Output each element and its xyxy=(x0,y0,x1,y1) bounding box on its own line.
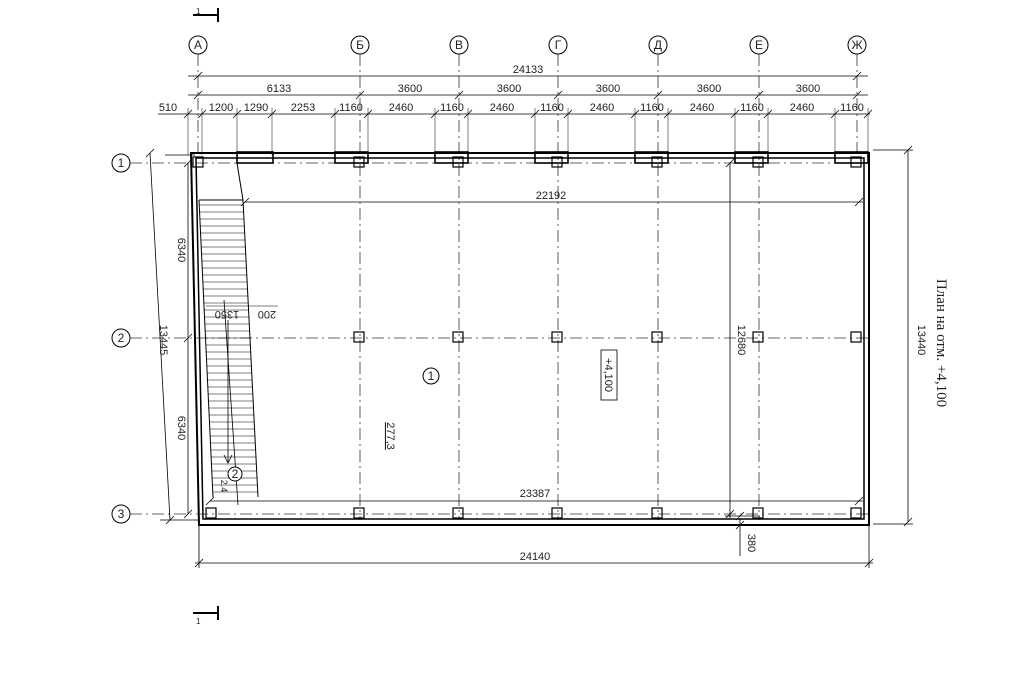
dim-top-span-5: 3600 xyxy=(697,83,721,95)
dim-stair-gap: 200 xyxy=(258,308,276,320)
axis-bubble-2: 2 xyxy=(111,328,131,348)
dim-detail-13: 1160 xyxy=(740,102,764,114)
dim-detail-9: 1160 xyxy=(540,102,564,114)
columns xyxy=(192,156,862,519)
dim-inner-top: 22192 xyxy=(536,190,567,202)
dim-detail-1: 510 xyxy=(159,102,177,114)
axis-label-3: 3 xyxy=(118,507,125,521)
axis-bubble-3: 3 xyxy=(111,504,131,524)
section-mark-top xyxy=(193,8,219,22)
dim-top-span-2: 3600 xyxy=(398,83,422,95)
dim-detail-5: 1160 xyxy=(339,102,363,114)
room-area: 277,3 xyxy=(384,422,396,450)
axis-label-A: А xyxy=(194,38,202,52)
room-number-mark: 1 xyxy=(422,367,440,385)
axis-bubble-1: 1 xyxy=(111,153,131,173)
dim-detail-3: 1290 xyxy=(244,102,268,114)
axis-label-D: Д xyxy=(654,38,662,52)
axis-bubble-G: Г xyxy=(548,35,568,55)
dim-detail-10: 2460 xyxy=(590,102,614,114)
dim-detail-2: 1200 xyxy=(209,102,233,114)
dim-left-overall: 13445 xyxy=(157,325,169,356)
dim-left-lower: 6340 xyxy=(175,416,187,440)
dim-right-overall: 13440 xyxy=(915,325,927,356)
dim-detail-15: 1160 xyxy=(840,102,864,114)
room-number: 1 xyxy=(428,369,435,383)
dim-detail-11: 1160 xyxy=(640,102,664,114)
stair xyxy=(198,162,259,506)
dim-top-span-4: 3600 xyxy=(596,83,620,95)
stair-mark: 2 xyxy=(227,466,243,482)
axis-bubble-E: Е xyxy=(749,35,769,55)
room-elevation: +4,100 xyxy=(602,358,614,392)
axis-label-V: В xyxy=(455,38,463,52)
section-mark-top-label: 1 xyxy=(196,7,201,16)
dim-lines-right xyxy=(725,145,913,527)
axis-label-B: Б xyxy=(356,38,364,52)
stair-treads xyxy=(199,204,258,493)
dim-bottom-overall: 24140 xyxy=(520,551,551,563)
dim-top-span-3: 3600 xyxy=(497,83,521,95)
axis-label-1: 1 xyxy=(118,156,125,170)
axis-label-Zh: Ж xyxy=(851,38,862,52)
axis-bubble-Zh: Ж xyxy=(847,35,867,55)
stair-arrow xyxy=(223,320,233,464)
elevation-box xyxy=(600,349,618,401)
axis-bubble-A: А xyxy=(188,35,208,55)
dim-top-span-6: 3600 xyxy=(796,83,820,95)
stair-mark-label: 2 xyxy=(232,467,239,481)
section-mark-bottom-label: 1 xyxy=(196,617,201,626)
dim-detail-14: 2460 xyxy=(790,102,814,114)
dim-stair-small: 2.4 xyxy=(219,480,229,493)
dim-detail-7: 1160 xyxy=(440,102,464,114)
dim-detail-8: 2460 xyxy=(490,102,514,114)
axis-label-G: Г xyxy=(555,38,562,52)
axis-label-E: Е xyxy=(755,38,763,52)
dim-top-overall: 24133 xyxy=(513,64,544,76)
dim-inner-bottom: 23387 xyxy=(520,488,551,500)
dim-detail-6: 2460 xyxy=(389,102,413,114)
dim-wall-offset: 380 xyxy=(745,534,757,552)
axis-bubble-D: Д xyxy=(648,35,668,55)
dim-detail-12: 2460 xyxy=(690,102,714,114)
section-mark-bottom xyxy=(193,606,219,620)
axis-bubble-B: Б xyxy=(350,35,370,55)
axis-label-2: 2 xyxy=(118,331,125,345)
dim-stair-width: 1350 xyxy=(215,308,239,320)
axis-lines xyxy=(130,54,870,520)
dim-lines-left xyxy=(145,148,200,525)
dim-lines-bottom xyxy=(194,511,874,568)
dim-detail-4: 2253 xyxy=(291,102,315,114)
dim-right-inner: 12680 xyxy=(735,325,747,356)
dim-left-upper: 6340 xyxy=(175,238,187,262)
drawing-title: План на отм. +4,100 xyxy=(933,279,949,407)
top-wall-piers xyxy=(236,151,869,164)
axis-bubble-V: В xyxy=(449,35,469,55)
dim-top-span-1: 6133 xyxy=(267,83,291,95)
dim-lines-inner xyxy=(205,197,864,506)
dim-lines-top xyxy=(158,71,873,155)
outer-wall xyxy=(189,152,870,526)
